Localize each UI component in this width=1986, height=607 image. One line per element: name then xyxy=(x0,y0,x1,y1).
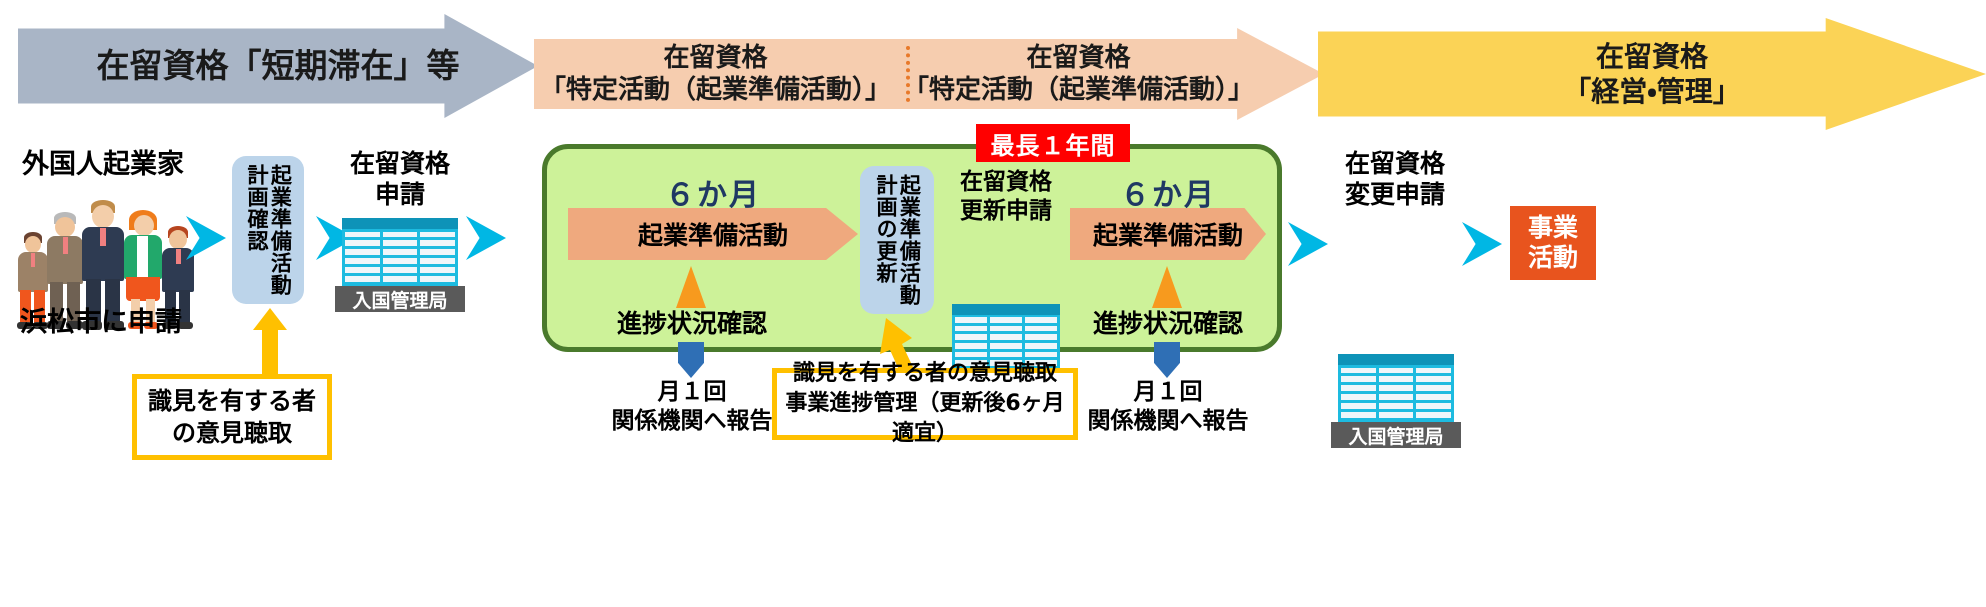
status-apply-line1: 在留資格 xyxy=(349,149,450,178)
banner-stage-2-right-line1: 在留資格 xyxy=(1026,42,1131,73)
banner-stage-2-left-line1: 在留資格 xyxy=(663,42,768,73)
activity-band-left: 起業準備活動 xyxy=(568,208,858,260)
building-windows-center xyxy=(955,317,1057,366)
banner-stage-2-left: 在留資格 「特定活動（起業準備活動）」 xyxy=(534,42,897,107)
banner-stage-2: 在留資格 「特定活動（起業準備活動）」 在留資格 「特定活動（起業準備活動）」 xyxy=(534,28,1324,120)
business-activity-line1: 事業 xyxy=(1527,213,1578,242)
banner-stage-2-left-line2: 「特定活動（起業準備活動）」 xyxy=(540,75,892,105)
banner-stage-1: 在留資格「短期滞在」等 xyxy=(18,14,538,118)
business-activity-box: 事業 活動 xyxy=(1510,206,1596,280)
plan-renewal-col2: 計画の更新 xyxy=(874,174,898,284)
banner-stage-2-right-line2: 「特定活動（起業準備活動）」 xyxy=(903,75,1255,105)
opinion-hearing-callout-left-line1: 識見を有する者 xyxy=(148,386,316,415)
change-apply-line1: 在留資格 xyxy=(1344,149,1445,178)
banner-stage-3-line1: 在留資格 xyxy=(1595,40,1708,73)
person-2 xyxy=(45,212,85,330)
plan-renewal-col1: 起業準備活動 xyxy=(897,174,922,306)
person-1 xyxy=(16,232,50,330)
opinion-hearing-callout-left-line2: の意見聴取 xyxy=(172,419,292,447)
building-roof-right xyxy=(1338,354,1454,365)
opinion-hearing-callout-center-line2: 事業進捗管理（更新後6ヶ月適宜） xyxy=(785,391,1065,446)
immigration-label-left: 入国管理局 xyxy=(335,286,465,312)
report-left: 月１回 関係機関へ報告 xyxy=(586,378,798,436)
person-5 xyxy=(160,226,196,330)
building-roof-left xyxy=(342,218,458,229)
immigration-building-icon-left: 入国管理局 xyxy=(335,218,465,312)
banner-stage-1-label: 在留資格「短期滞在」等 xyxy=(96,46,460,86)
entrepreneur-label: 外国人起業家 xyxy=(22,149,184,180)
down-arrow-icon-report-right xyxy=(1154,342,1180,378)
status-apply-line2: 申請 xyxy=(374,180,425,210)
banner-stage-3: 在留資格 「経営・管理」 xyxy=(1318,18,1986,130)
renewal-apply-line1: 在留資格 xyxy=(960,169,1052,195)
chevron-right-icon-4 xyxy=(1288,222,1328,266)
report-right: 月１回 関係機関へ報告 xyxy=(1062,378,1274,436)
opinion-hearing-callout-left: 識見を有する者 の意見聴取 xyxy=(132,374,332,460)
opinion-hearing-callout-center: 識見を有する者の意見聴取 事業進捗管理（更新後6ヶ月適宜） xyxy=(772,361,1078,446)
period-right-label: ６か月 xyxy=(1120,178,1216,213)
building-windows-right xyxy=(1341,367,1451,418)
immigration-label-right: 入国管理局 xyxy=(1331,422,1461,448)
plan-confirm-col1: 起業準備活動 xyxy=(268,164,293,296)
person-4 xyxy=(122,210,164,330)
progress-check-right: 進捗状況確認 xyxy=(1092,309,1243,338)
immigration-building-icon-right: 入国管理局 xyxy=(1331,354,1461,448)
plan-renewal-box: 起業準備活動 計画の更新 xyxy=(860,166,934,314)
people-group-icon xyxy=(12,200,194,330)
max-one-year-badge: 最長１年間 xyxy=(976,124,1130,162)
business-activity-line2: 活動 xyxy=(1527,243,1578,272)
up-arrow-icon-left xyxy=(253,308,287,330)
banner-stage-2-divider xyxy=(906,46,910,102)
report-left-line2: 関係機関へ報告 xyxy=(611,407,773,434)
up-arrow-stem-left xyxy=(262,328,278,388)
plan-confirm-col2: 計画確認 xyxy=(245,164,269,252)
opinion-hearing-callout-center-line1: 識見を有する者の意見聴取 xyxy=(792,361,1057,387)
change-apply-label: 在留資格 変更申請 xyxy=(1320,148,1470,211)
chevron-right-icon-5 xyxy=(1462,222,1502,266)
progress-check-left: 進捗状況確認 xyxy=(616,309,767,338)
report-right-line1: 月１回 xyxy=(1133,379,1203,405)
status-apply-label: 在留資格 申請 xyxy=(330,148,470,211)
period-left-label: ６か月 xyxy=(665,178,761,213)
down-arrow-icon-report-left xyxy=(678,342,704,378)
report-left-line1: 月１回 xyxy=(657,379,727,405)
banner-stage-3-line2: 「経営・管理」 xyxy=(1563,75,1741,108)
plan-confirm-box: 起業準備活動 計画確認 xyxy=(232,156,304,304)
report-right-line2: 関係機関へ報告 xyxy=(1087,407,1249,434)
building-roof-center xyxy=(952,304,1060,315)
change-apply-line2: 変更申請 xyxy=(1344,180,1445,210)
renewal-apply-label: 在留資格 更新申請 xyxy=(944,168,1068,226)
apply-city-label: 浜松市に申請 xyxy=(20,307,182,338)
banner-stage-2-right: 在留資格 「特定活動（起業準備活動）」 xyxy=(897,42,1324,107)
chevron-right-icon-3 xyxy=(466,216,506,260)
renewal-apply-line2: 更新申請 xyxy=(960,197,1052,224)
building-windows-left xyxy=(345,231,455,282)
activity-band-right: 起業準備活動 xyxy=(1070,208,1266,260)
person-3 xyxy=(80,200,126,330)
